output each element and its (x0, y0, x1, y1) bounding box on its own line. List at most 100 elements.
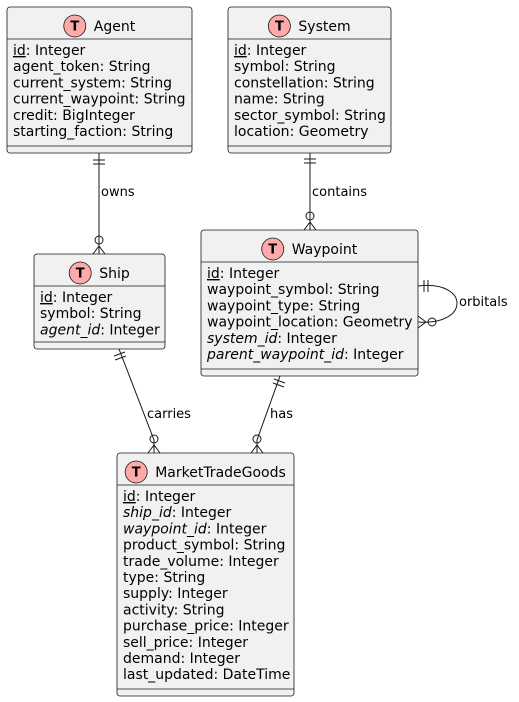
entity-attribute: id: Integer (40, 290, 113, 306)
attribute-type: : DateTime (213, 667, 290, 683)
attribute-type: : Integer (168, 586, 228, 602)
attribute-type: : String (274, 92, 325, 108)
attribute-type: : Integer (180, 651, 240, 667)
entity-box (116, 452, 295, 697)
attribute-type: : String (329, 282, 380, 298)
attribute-type: : Integer (219, 554, 279, 570)
relation-label-contains: contains (312, 185, 367, 200)
attribute-name: id (13, 43, 26, 59)
entity-attribute: waypoint_symbol: String (207, 282, 380, 298)
attribute-type: : String (324, 75, 375, 91)
attribute-type: : Integer (207, 521, 267, 537)
attribute-name: location (234, 124, 290, 140)
attribute-name: symbol (234, 59, 285, 75)
relation-label-owns: owns (101, 185, 135, 200)
attribute-name: current_waypoint (13, 92, 135, 108)
entity-box (200, 229, 419, 377)
attribute-type: : String (234, 538, 285, 554)
attribute-name: id (207, 266, 220, 282)
attribute-type: : Integer (172, 505, 232, 521)
table-badge-icon (261, 237, 285, 261)
entity-attribute: credit: BigInteger (13, 108, 135, 124)
attribute-name: name (234, 92, 274, 108)
entity-attribute: name: String (234, 92, 325, 108)
attribute-name: demand (123, 651, 180, 667)
entity-attribute: agent_id: Integer (40, 322, 160, 338)
relation-label-carries: carries (147, 407, 191, 422)
entity-box (6, 6, 193, 154)
attribute-type: : Integer (220, 266, 280, 282)
attribute-name: activity (123, 602, 174, 618)
attribute-name: waypoint_type (207, 298, 309, 314)
attribute-type: : String (121, 75, 172, 91)
attribute-type: : String (285, 59, 336, 75)
attribute-name: type (123, 570, 154, 586)
attribute-name: id (234, 43, 247, 59)
entity-attribute: last_updated: DateTime (123, 667, 290, 683)
attribute-name: symbol (40, 306, 91, 322)
entity-attribute: id: Integer (13, 43, 86, 59)
entity-attribute: current_waypoint: String (13, 92, 185, 108)
attribute-name: waypoint_symbol (207, 282, 329, 298)
attribute-name: product_symbol (123, 538, 234, 554)
relation-owns: owns (92, 153, 135, 255)
attribute-name: last_updated (123, 667, 213, 683)
entity-attribute: product_symbol: String (123, 538, 285, 554)
entity-attribute: location: Geometry (234, 124, 369, 140)
entity-attribute: supply: Integer (123, 586, 228, 602)
attribute-name: system_id (207, 331, 278, 347)
attribute-name: parent_waypoint_id (206, 347, 344, 363)
attribute-name: credit (13, 108, 54, 124)
entity-attribute: id: Integer (207, 266, 280, 282)
attribute-name: purchase_price (123, 619, 229, 635)
entity-box (227, 6, 392, 154)
entity-attribute: ship_id: Integer (123, 505, 232, 521)
relation-has: has (250, 375, 293, 454)
attribute-name: starting_faction (13, 124, 122, 140)
attribute-type: : String (154, 570, 205, 586)
relation-contains: contains (303, 152, 367, 231)
attribute-type: : String (91, 306, 142, 322)
entity-attribute: waypoint_location: Geometry (207, 315, 413, 331)
table-badge-letter: T (132, 466, 141, 481)
entity-attribute: sell_price: Integer (123, 635, 248, 651)
entity-attribute: activity: String (123, 602, 225, 618)
table-badge-icon (267, 14, 291, 38)
attribute-type: : Integer (247, 43, 307, 59)
attribute-name: waypoint_location (207, 315, 334, 331)
attribute-type: : String (309, 298, 360, 314)
table-badge-letter: T (275, 20, 284, 35)
attribute-name: ship_id (123, 505, 172, 521)
attribute-name: sector_symbol (234, 108, 335, 124)
table-badge-icon (63, 14, 87, 38)
attribute-type: : Integer (344, 347, 404, 363)
relation-carries: carries (113, 348, 191, 454)
entity-title: MarketTradeGoods (155, 465, 286, 481)
relation-label-orbitals: orbitals (459, 295, 508, 310)
attribute-name: id (40, 290, 53, 306)
entity-attribute: symbol: String (40, 306, 142, 322)
entity-attribute: current_system: String (13, 75, 172, 91)
attribute-name: waypoint_id (123, 521, 207, 537)
attribute-type: : Integer (100, 322, 160, 338)
attribute-name: sell_price (123, 635, 189, 651)
attribute-name: agent_id (40, 322, 100, 338)
attribute-type: : Integer (277, 331, 337, 347)
entity-attribute: waypoint_type: String (207, 298, 360, 314)
entity-title: Waypoint (292, 242, 358, 258)
entity-attribute: id: Integer (234, 43, 307, 59)
attribute-type: : BigInteger (53, 108, 135, 124)
entity-attribute: type: String (123, 570, 205, 586)
entity-attribute: symbol: String (234, 59, 336, 75)
attribute-type: : Integer (26, 43, 86, 59)
relation-label-has: has (270, 407, 293, 422)
entity-attribute: trade_volume: Integer (123, 554, 279, 570)
table-badge-icon (124, 460, 148, 484)
attribute-type: : String (100, 59, 151, 75)
